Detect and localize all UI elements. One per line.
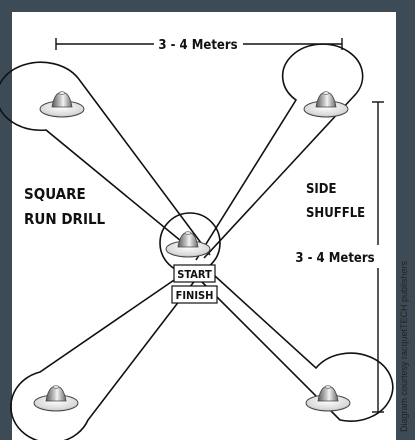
cone-top-left [40, 92, 84, 117]
side-shuffle-line2: SHUFFLE [306, 206, 365, 221]
vertical-dimension-label: 3 - 4 Meters [295, 251, 374, 266]
loop-bottom-right [196, 266, 393, 421]
cone-bottom-left [34, 386, 78, 411]
horizontal-dimension-label: 3 - 4 Meters [158, 38, 237, 53]
start-label: START [177, 268, 212, 281]
cone-top-right [304, 92, 348, 117]
drill-title-line1: SQUARE [24, 185, 86, 203]
loop-top-right [196, 44, 363, 260]
cone-bottom-right [306, 386, 350, 411]
side-shuffle-line1: SIDE [306, 182, 336, 197]
cone-center [166, 232, 210, 257]
finish-label: FINISH [176, 289, 214, 302]
credit-text: Diagram courtesy racquetTECH publishers [399, 260, 409, 432]
drill-title-line2: RUN DRILL [24, 210, 106, 228]
